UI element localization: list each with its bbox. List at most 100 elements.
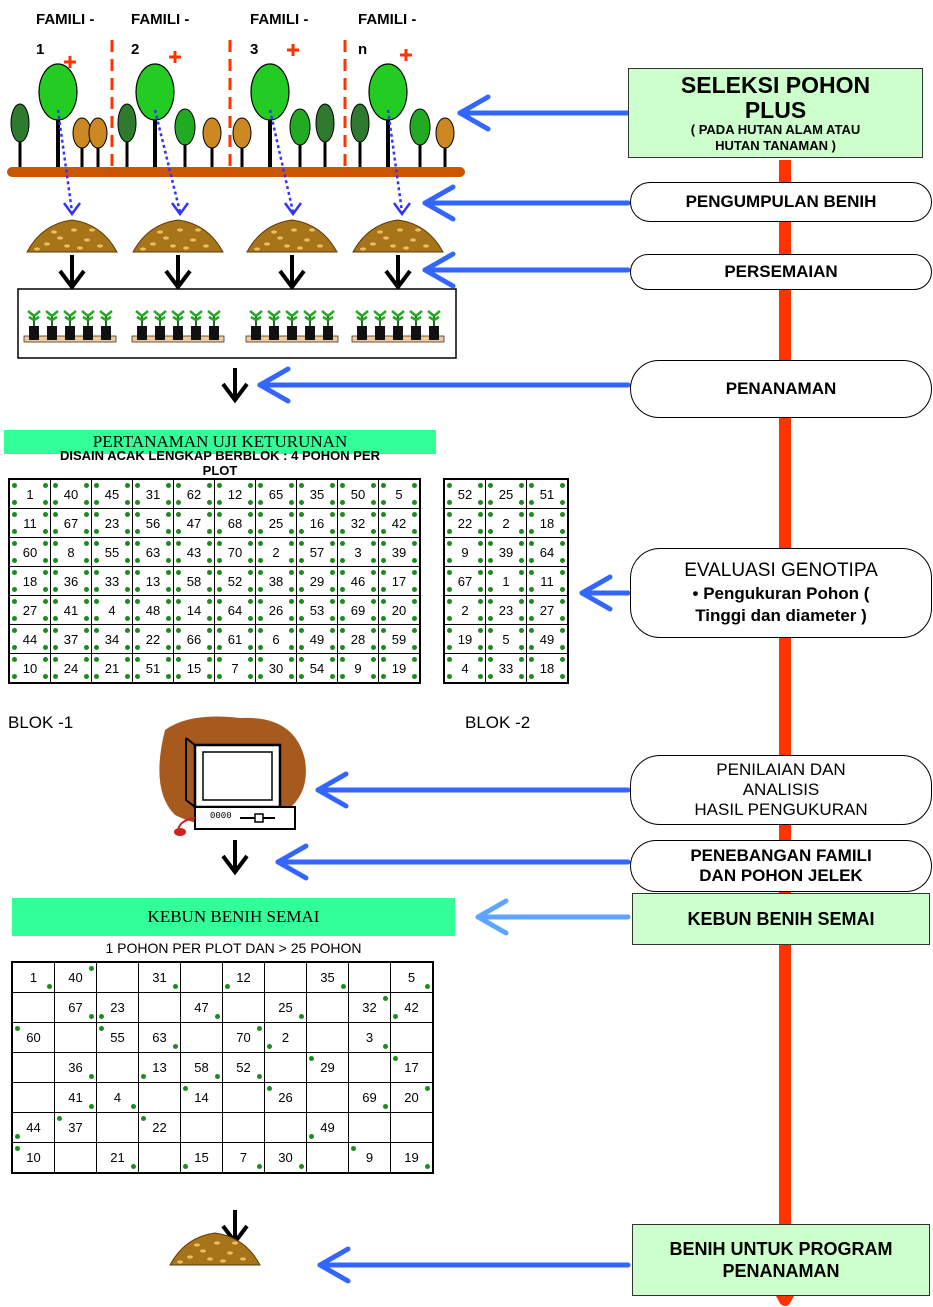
tree-dot <box>381 674 386 679</box>
plot-cell: 11 <box>8 508 51 538</box>
tree-dot <box>371 570 376 575</box>
tree-dot <box>166 483 171 488</box>
tree-dot <box>519 628 524 633</box>
plot-number: 46 <box>349 573 367 589</box>
tree-dot <box>248 529 253 534</box>
tree-dot <box>125 500 130 505</box>
plot-cell: 2 <box>264 1022 307 1053</box>
tree-dot <box>299 657 304 662</box>
tree-dot <box>330 657 335 662</box>
tree-dot <box>135 512 140 517</box>
tree-dot <box>412 500 417 505</box>
evaluasi-line-2: Tinggi dan diameter ) <box>695 606 867 625</box>
tree-dot <box>258 500 263 505</box>
tree-dot <box>330 558 335 563</box>
tree-dot <box>488 657 493 662</box>
tree-dot <box>248 541 253 546</box>
tree-dot <box>99 1026 104 1031</box>
tree-dot <box>299 645 304 650</box>
plot-cell: 61 <box>214 624 256 654</box>
tree-dot <box>94 512 99 517</box>
plot-cell: 32 <box>348 992 391 1023</box>
tree-dot <box>131 1164 136 1169</box>
plot-number: 47 <box>185 515 203 531</box>
plot-number: 14 <box>194 1090 209 1105</box>
evaluasi-line-1: • Pengukuran Pohon ( <box>692 584 870 603</box>
plot-cell: 27 <box>8 595 51 625</box>
plot-number: 39 <box>390 544 408 560</box>
plot-cell <box>306 1142 349 1174</box>
tree-dot <box>519 558 524 563</box>
tree-dot <box>43 570 48 575</box>
plot-number: 66 <box>185 631 203 647</box>
tree-dot <box>289 500 294 505</box>
plot-cell: 52 <box>214 566 256 596</box>
plot-number: 35 <box>320 970 335 985</box>
tree-dot <box>412 657 417 662</box>
tree-dot <box>135 558 140 563</box>
plot-cell: 28 <box>337 624 379 654</box>
plot-cell: 26 <box>255 595 297 625</box>
tree-dot <box>215 1074 220 1079</box>
plot-number: 12 <box>226 486 244 502</box>
tree-dot <box>299 674 304 679</box>
plot-cell: 9 <box>443 537 486 567</box>
tree-dot <box>43 541 48 546</box>
tree-dot <box>330 500 335 505</box>
tree-dot <box>488 628 493 633</box>
tree-dot <box>478 512 483 517</box>
tree-dot <box>166 674 171 679</box>
plot-cell: 13 <box>138 1052 181 1083</box>
plot-number: 51 <box>144 660 162 676</box>
tree-dot <box>560 587 565 592</box>
plot-cell: 26 <box>264 1082 307 1113</box>
plot-cell: 33 <box>91 566 133 596</box>
plot-number: 40 <box>68 970 83 985</box>
plot-cell: 54 <box>296 653 338 684</box>
plot-cell: 2 <box>255 537 297 567</box>
plot-cell: 4 <box>96 1082 139 1113</box>
tree-dot <box>381 657 386 662</box>
tree-dot <box>412 628 417 633</box>
plot-number: 60 <box>21 544 39 560</box>
penilaian-line-1: PENILAIAN DAN <box>716 760 846 779</box>
tree-dot <box>84 541 89 546</box>
progeny-subtitle-1: DISAIN ACAK LENGKAP BERBLOK : 4 POHON PE… <box>60 448 380 463</box>
plot-number: 65 <box>267 486 285 502</box>
tree-dot <box>447 483 452 488</box>
seleksi-sub-1: ( PADA HUTAN ALAM ATAU <box>690 122 861 137</box>
plot-cell <box>348 1112 391 1143</box>
plot-cell: 59 <box>378 624 421 654</box>
plot-cell: 2 <box>485 508 527 538</box>
plot-cell: 36 <box>54 1052 97 1083</box>
plot-cell: 18 <box>526 508 569 538</box>
tree-dot <box>217 483 222 488</box>
tree-dot <box>488 587 493 592</box>
tree-dot <box>176 500 181 505</box>
plot-number: 3 <box>365 1030 374 1045</box>
tree-dot <box>393 1056 398 1061</box>
penanaman-label: PENANAMAN <box>725 379 837 398</box>
plot-cell: 8 <box>50 537 92 567</box>
plot-cell: 22 <box>138 1112 181 1143</box>
plot-number: 33 <box>497 660 515 676</box>
tree-dot <box>258 541 263 546</box>
tree-dot <box>488 541 493 546</box>
tree-dot <box>289 570 294 575</box>
tree-dot <box>519 500 524 505</box>
plot-number: 36 <box>68 1060 83 1075</box>
tree-dot <box>560 541 565 546</box>
tree-dot <box>176 628 181 633</box>
plot-number: 37 <box>68 1120 83 1135</box>
plot-cell: 17 <box>378 566 421 596</box>
plot-cell <box>11 1052 55 1083</box>
tree-dot <box>299 599 304 604</box>
plot-number: 5 <box>394 486 404 502</box>
tree-dot <box>135 616 140 621</box>
seleksi-title-2: PLUS <box>744 97 807 123</box>
plot-cell: 21 <box>96 1142 139 1174</box>
tree-dot <box>478 645 483 650</box>
